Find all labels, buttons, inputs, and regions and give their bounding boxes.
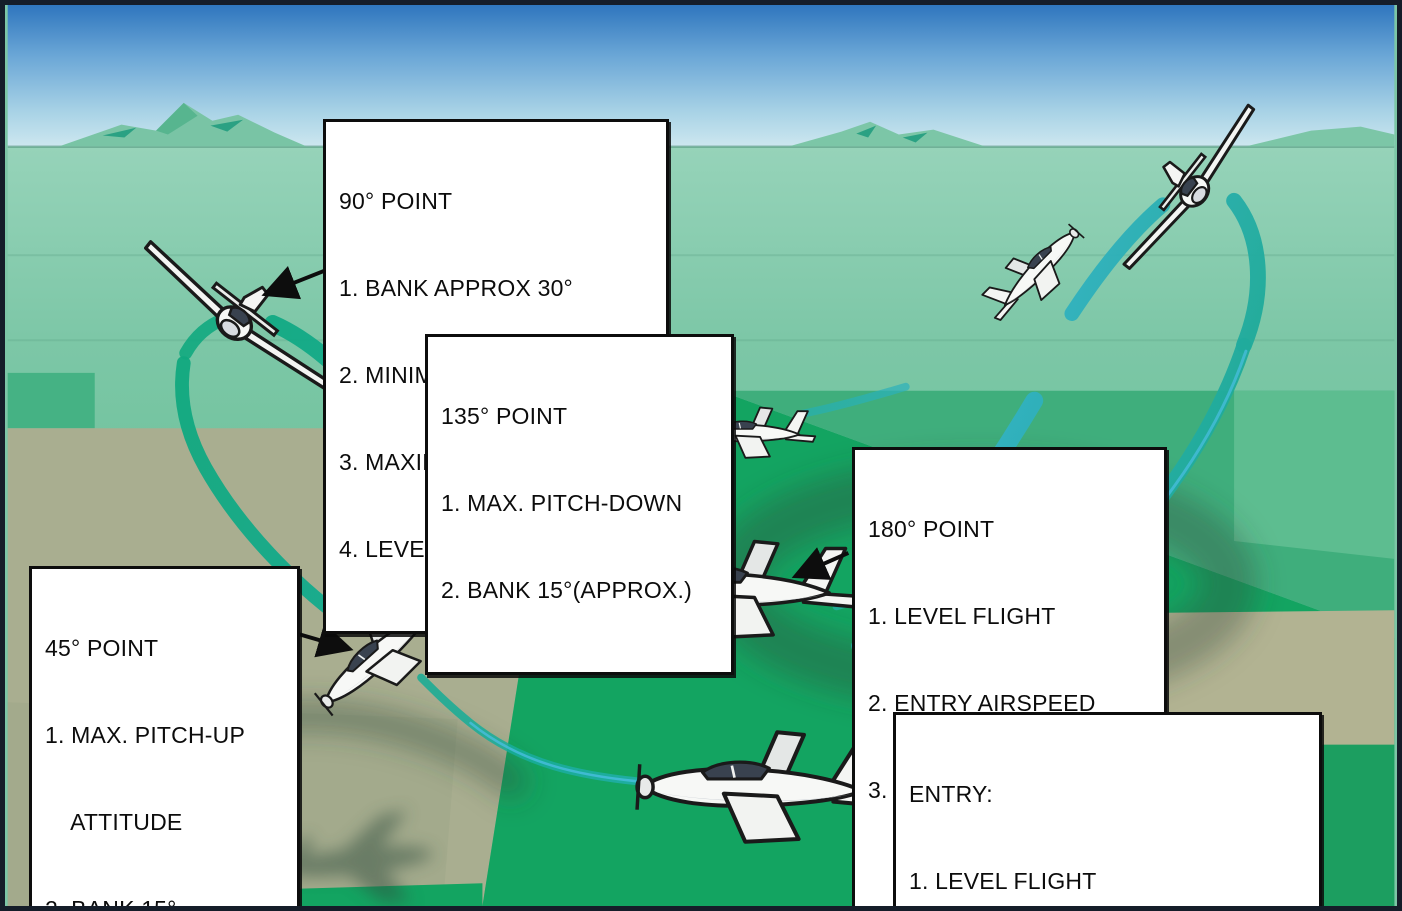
callout-180-title: 180° POINT <box>868 516 995 542</box>
callout-45-line: ATTITUDE <box>45 809 183 835</box>
field-light-green-right <box>1234 390 1395 559</box>
arrow-180-point <box>791 547 850 580</box>
path-right-climb-upper <box>1064 197 1171 321</box>
callout-90-line: 1. BANK APPROX 30° <box>339 275 573 301</box>
callout-45-line: 1. MAX. PITCH-UP <box>45 722 246 748</box>
mountain-middle <box>789 121 985 147</box>
callout-45-point: 45° POINT 1. MAX. PITCH-UP ATTITUDE 2. B… <box>29 566 300 911</box>
callout-entry-title: ENTRY: <box>909 781 993 807</box>
callout-45-line: 2. BANK 15° <box>45 896 177 911</box>
callout-135-point: 135° POINT 1. MAX. PITCH-DOWN 2. BANK 15… <box>425 334 734 675</box>
hills-right <box>1245 126 1395 147</box>
path-entry-trail-core <box>469 721 650 784</box>
callout-135-line: 2. BANK 15°(APPROX.) <box>441 577 692 603</box>
callout-135-line: 1. MAX. PITCH-DOWN <box>441 490 683 516</box>
callout-45-title: 45° POINT <box>45 635 159 661</box>
mountain-left <box>59 102 307 147</box>
callout-90-title: 90° POINT <box>339 188 453 214</box>
callout-entry: ENTRY: 1. LEVEL FLIGHT 2. MANEUVERING OR… <box>893 712 1322 906</box>
callout-135-title: 135° POINT <box>441 403 568 429</box>
path-right-top-curl <box>1226 192 1266 354</box>
path-crossover-right <box>794 382 910 419</box>
path-left-climb <box>175 356 351 628</box>
callout-180-line: 1. LEVEL FLIGHT <box>868 603 1056 629</box>
arrow-90-point <box>261 266 327 300</box>
callout-180-line: 2. ENTRY AIRSPEED <box>868 690 1096 716</box>
field-green-block <box>7 372 95 429</box>
mountains <box>59 102 1395 147</box>
callout-entry-line: 1. LEVEL FLIGHT <box>909 868 1097 894</box>
